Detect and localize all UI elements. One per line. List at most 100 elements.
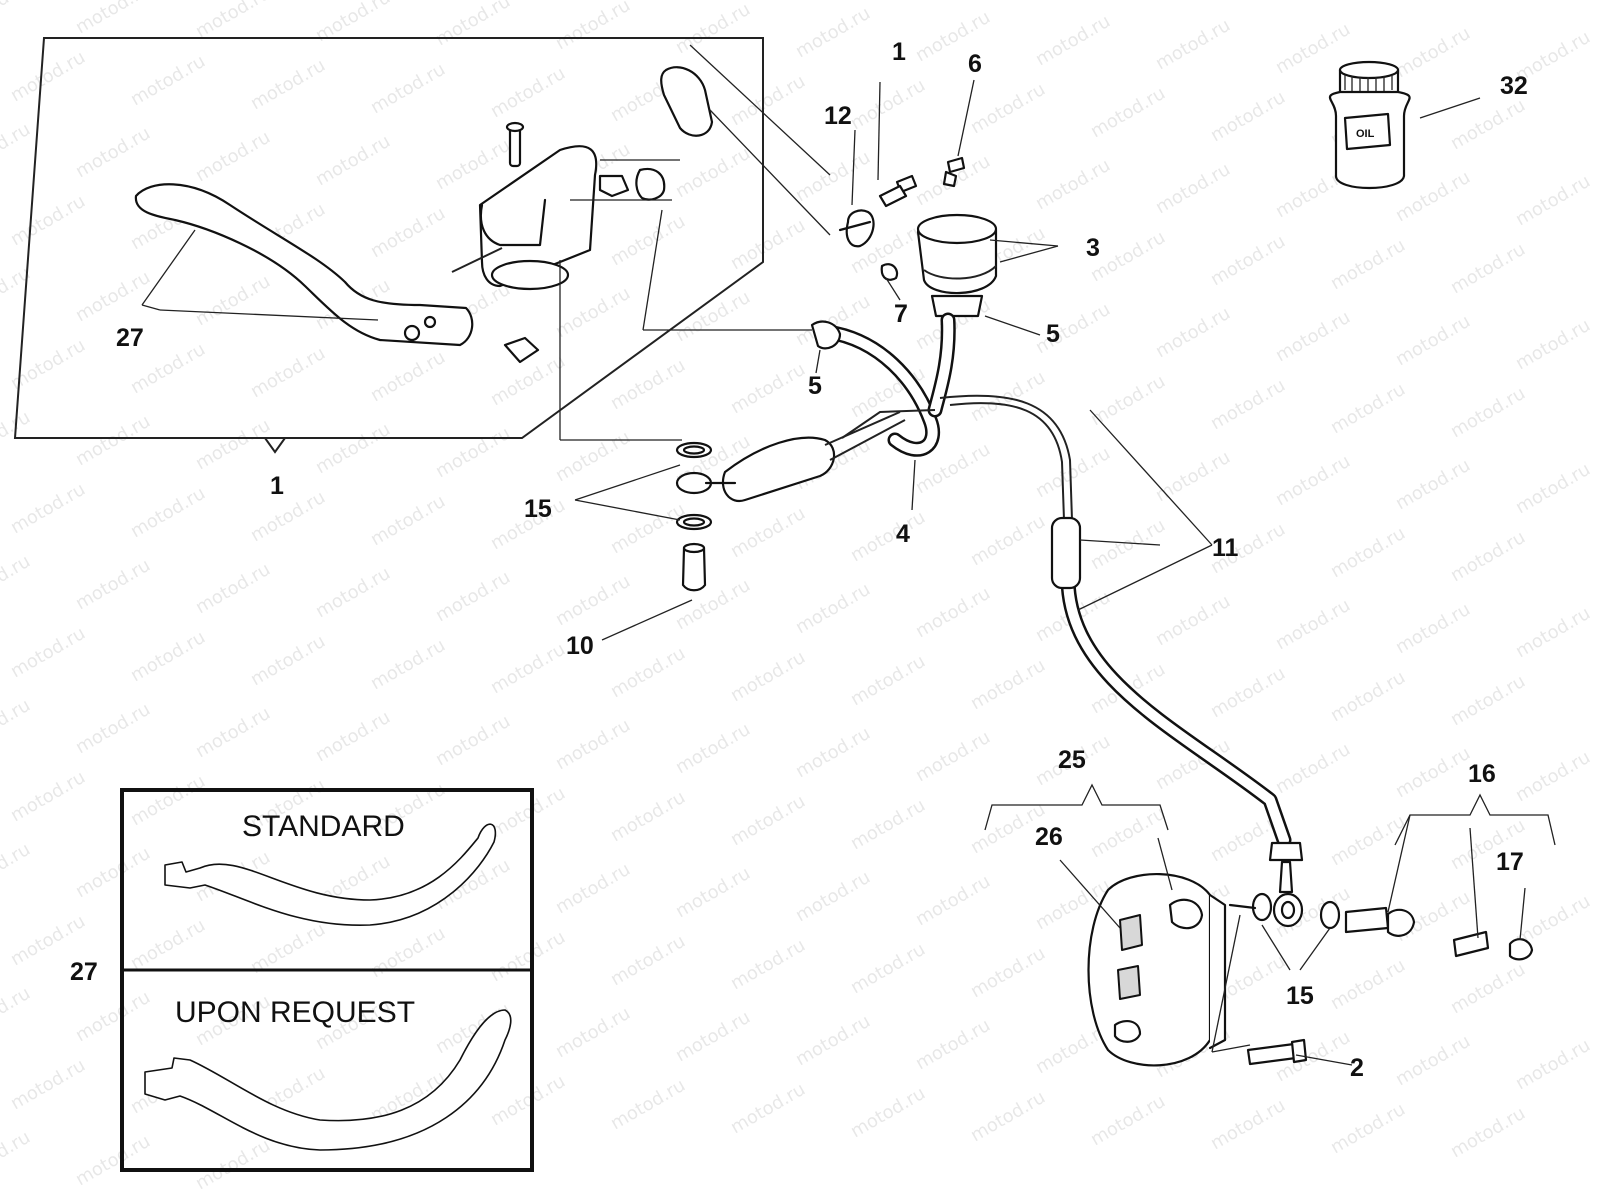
watermark-text: motod.ru [847,507,929,566]
watermark-text: motod.ru [1207,663,1289,722]
watermark-text: motod.ru [247,55,329,114]
watermark-text: motod.ru [312,563,394,622]
callout-1-top: 1 [892,38,906,66]
watermark-text: motod.ru [847,75,929,134]
watermark-text: motod.ru [1392,599,1474,658]
watermark-text: motod.ru [367,491,449,550]
watermark-text: motod.ru [487,927,569,986]
watermark-text: motod.ru [1392,23,1474,82]
watermark-text: motod.ru [0,551,34,610]
watermark-text: motod.ru [487,351,569,410]
watermark-text: motod.ru [7,479,89,538]
watermark-text: motod.ru [192,127,274,186]
watermark-text: motod.ru [72,0,154,38]
watermark-text: motod.ru [1272,739,1354,798]
callout-7: 7 [894,300,908,328]
watermark-text: motod.ru [192,271,274,330]
watermark-text: motod.ru [792,147,874,206]
watermark-text: motod.ru [727,1079,809,1138]
watermark-text: motod.ru [1512,459,1594,518]
watermark-text: motod.ru [312,419,394,478]
watermark-text: motod.ru [912,1015,994,1074]
watermark-text: motod.ru [967,1087,1049,1146]
watermark-text: motod.ru [552,427,634,486]
watermark-text: motod.ru [367,635,449,694]
bottle-label: OIL [1356,128,1375,140]
watermark-text: motod.ru [0,1127,34,1186]
watermark-text: motod.ru [367,203,449,262]
watermark-text: motod.ru [1032,11,1114,70]
watermark-text: motod.ru [1272,595,1354,654]
watermark-text: motod.ru [792,867,874,926]
watermark-text: motod.ru [552,0,634,54]
watermark-text: motod.ru [792,3,874,62]
watermark-text: motod.ru [1327,667,1409,726]
watermark-text: motod.ru [127,627,209,686]
watermark-text: motod.ru [72,411,154,470]
watermark-text: motod.ru [7,623,89,682]
callout-16: 16 [1468,760,1496,788]
watermark-text: motod.ru [1392,743,1474,802]
upper-banjo-fitting [675,411,906,592]
watermark-text: motod.ru [1327,1099,1409,1158]
callout-3: 3 [1086,234,1100,262]
watermark-text: motod.ru [552,1003,634,1062]
watermark-text: motod.ru [672,1007,754,1066]
watermark-text: motod.ru [1392,311,1474,370]
watermark-text: motod.ru [912,871,994,930]
watermark-text: motod.ru [672,719,754,778]
callout-26: 26 [1035,823,1063,851]
master-cylinder [451,66,714,364]
watermark-text: motod.ru [1207,375,1289,434]
lower-fittings [1228,841,1534,1066]
callout-27-assembly: 27 [116,324,144,352]
watermark-text: motod.ru [1152,591,1234,650]
watermark-text: motod.ru [847,795,929,854]
watermark-text: motod.ru [7,47,89,106]
watermark-text: motod.ru [1447,959,1529,1018]
watermark-text: motod.ru [487,63,569,122]
watermark-text: motod.ru [672,0,754,58]
watermark-text: motod.ru [552,859,634,918]
watermark-text: motod.ru [672,287,754,346]
watermark-text: motod.ru [607,787,689,846]
watermark-text: motod.ru [1392,1031,1474,1090]
watermark-text: motod.ru [1207,87,1289,146]
watermark-text: motod.ru [727,503,809,562]
watermark-text: motod.ru [312,0,394,46]
watermark-text: motod.ru [247,487,329,546]
watermark-text: motod.ru [1327,523,1409,582]
callout-17: 17 [1496,848,1524,876]
oil-bottle: OIL [1328,60,1411,190]
watermark-text: motod.ru [1087,83,1169,142]
callout-15-upper: 15 [524,495,552,523]
watermark-text: motod.ru [1087,803,1169,862]
lever-assembly-box [13,37,764,454]
watermark-text: motod.ru [72,987,154,1046]
watermark-text: motod.ru [367,347,449,406]
watermark-text: motod.ru [0,263,34,322]
watermark-text: motod.ru [727,647,809,706]
caliper-assembly [1087,873,1227,1067]
watermark-text: motod.ru [127,915,209,974]
watermark-text: motod.ru [607,643,689,702]
watermark-text: motod.ru [1512,603,1594,662]
watermark-text: motod.ru [672,143,754,202]
watermark-text: motod.ru [1152,303,1234,362]
variant-upon-request-label: UPON REQUEST [175,996,415,1029]
watermark-text: motod.ru [192,0,274,42]
watermark-text: motod.ru [1152,159,1234,218]
watermark-text: motod.ru [7,191,89,250]
watermark-text: motod.ru [552,571,634,630]
watermark-text: motod.ru [432,423,514,482]
watermark-text: motod.ru [1512,747,1594,806]
callout-11: 11 [1212,534,1239,562]
watermark-text: motod.ru [552,715,634,774]
watermark-text: motod.ru [607,211,689,270]
reservoir-hose [810,312,956,457]
brake-line [841,394,1292,848]
lever-variants-box: STANDARD UPON REQUEST [120,788,534,1172]
callout-5-left: 5 [808,372,822,400]
watermark-text: motod.ru [1152,15,1234,74]
